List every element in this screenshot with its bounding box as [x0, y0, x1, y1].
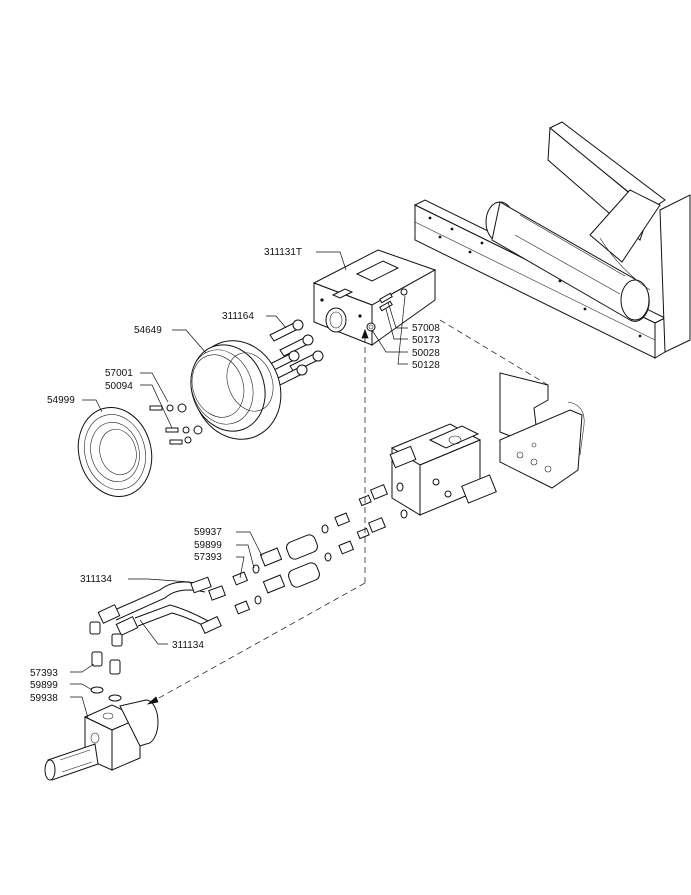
label-59937: 59937 [194, 527, 222, 538]
frame-beam [413, 121, 691, 359]
hoses-311134 [89, 576, 226, 647]
label-57008: 57008 [412, 323, 440, 334]
label-50094: 50094 [105, 381, 133, 392]
label-57393-lower: 57393 [30, 668, 58, 679]
label-311131T: 311131T [264, 247, 302, 258]
label-54649: 54649 [134, 325, 162, 336]
label-59899-upper: 59899 [194, 540, 222, 551]
mounting-plate [499, 372, 585, 489]
label-50128: 50128 [412, 360, 440, 371]
label-57001: 57001 [105, 368, 133, 379]
fittings-middle [232, 482, 408, 615]
label-57393-upper: 57393 [194, 552, 222, 563]
hardware-57001-50094 [149, 403, 203, 445]
fittings-left [90, 651, 122, 702]
label-50028: 50028 [412, 348, 440, 359]
label-59938: 59938 [30, 693, 58, 704]
label-311134-lower: 311134 [172, 640, 204, 651]
label-50173: 50173 [412, 335, 440, 346]
leader-lines [70, 251, 408, 719]
pulley-54649 [190, 340, 282, 440]
label-311164: 311164 [222, 311, 254, 322]
valve-block [389, 423, 497, 516]
label-311134-upper: 311134 [80, 574, 112, 585]
label-59899-lower: 59899 [30, 680, 58, 691]
seal-54999 [77, 407, 153, 497]
alignment-lines [146, 319, 549, 705]
part-labels: 311131T 311164 54649 57001 50094 54999 5… [30, 247, 440, 704]
label-54999: 54999 [47, 395, 75, 406]
motor-59938 [44, 699, 159, 781]
